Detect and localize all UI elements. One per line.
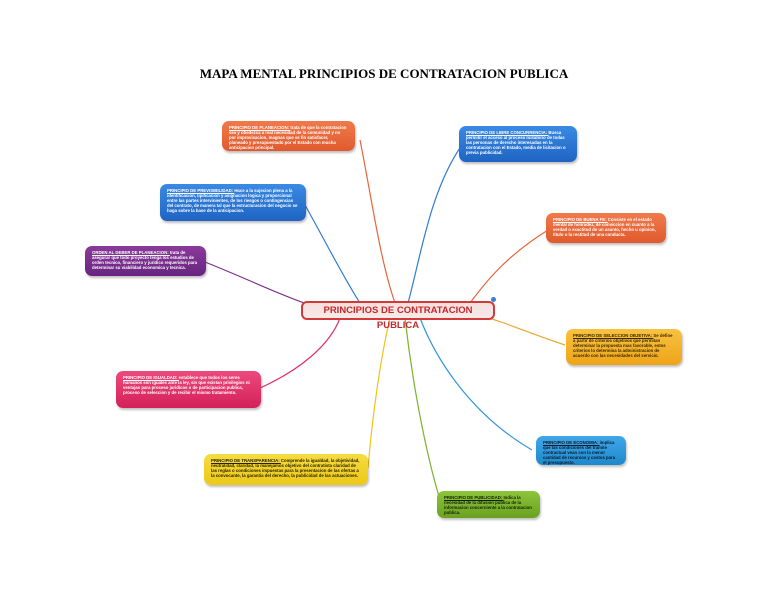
node-seleccion-objetiva-text: Se define a partir de criterios objetivo… [573, 333, 673, 359]
node-libre-concurrencia[interactable]: PRINCIPIO DE LIBRE CONCURRENCIA: Busca p… [459, 126, 577, 162]
node-libre-concurrencia-heading: PRINCIPIO DE LIBRE CONCURRENCIA: [466, 130, 549, 135]
node-economia[interactable]: PRINCIPIO DE ECONOMIA: implica que las c… [536, 436, 626, 465]
node-planificacion-text: trata de asegurar que todo proyecto teng… [92, 250, 198, 271]
node-buena-fe-heading: PRINCIPIO DE BUENA FE: [553, 217, 608, 222]
node-transparencia-text: Comprende la igualdad, la objetividad, n… [211, 458, 360, 479]
node-seleccion-objetiva-heading: PRINCIPIO DE SELECCION OBJETIVA: [573, 333, 654, 338]
node-buena-fe[interactable]: PRINCIPIO DE BUENA FE: Consiste en el es… [546, 213, 666, 243]
node-seleccion-objetiva[interactable]: PRINCIPIO DE SELECCION OBJETIVA: Se defi… [566, 329, 682, 365]
node-publicidad-text: Indica la necesidad de la difusion publi… [444, 495, 532, 516]
node-planeacion-text: trata de que la contratacion sea y obede… [229, 125, 347, 151]
node-planeacion-heading: PRINCIPIO DE PLANEACION: [229, 125, 291, 130]
connector-libre-concurrencia [407, 144, 463, 304]
node-previsibilidad-text: Hace a la sujecion plena a la identifica… [167, 188, 298, 214]
node-buena-fe-text: Consiste en el estado mental de honradez… [553, 217, 656, 238]
connector-economia [419, 317, 533, 451]
node-planificacion[interactable]: ORDEN AL DEBER DE PLANEACION: trata de a… [85, 246, 206, 276]
node-publicidad[interactable]: PRINCIPIO DE PUBLICIDAD: Indica la neces… [437, 491, 540, 518]
node-planeacion[interactable]: PRINCIPIO DE PLANEACION: trata de que la… [222, 121, 355, 151]
node-planificacion-heading: ORDEN AL DEBER DE PLANEACION: [92, 250, 170, 255]
page-title: MAPA MENTAL PRINCIPIOS DE CONTRATACION P… [199, 66, 569, 81]
connector-seleccion-objetiva [479, 315, 566, 346]
node-transparencia-heading: PRINCIPIO DE TRANSPARENCIA: [211, 458, 281, 463]
node-igualdad-heading: PRINCIPIO DE IGUALDAD: [123, 375, 179, 380]
connector-buena-fe [469, 229, 549, 304]
node-libre-concurrencia-text: Busca permitir el acceso al proceso lici… [466, 130, 566, 156]
connector-planificacion [204, 261, 311, 306]
expand-icon[interactable] [491, 297, 496, 302]
connector-publicidad [404, 317, 441, 501]
node-igualdad-text: establece que todos los seres humanos so… [123, 375, 250, 396]
node-previsibilidad-heading: PRINCIPIO DE PREVISIBILIDAD: [167, 188, 235, 193]
node-previsibilidad[interactable]: PRINCIPIO DE PREVISIBILIDAD: Hace a la s… [160, 184, 306, 221]
connector-transparencia [367, 317, 391, 469]
connector-igualdad [259, 317, 341, 389]
connector-planeacion [359, 139, 396, 304]
node-publicidad-heading: PRINCIPIO DE PUBLICIDAD: [444, 495, 504, 500]
node-igualdad[interactable]: PRINCIPIO DE IGUALDAD: establece que tod… [116, 371, 261, 408]
connector-previsibilidad [304, 204, 361, 304]
node-transparencia[interactable]: PRINCIPIO DE TRANSPARENCIA: Comprende la… [204, 454, 368, 485]
central-topic[interactable]: PRINCIPIOS DE CONTRATACION PUBLICA [301, 301, 495, 331]
node-economia-text: implica que las condiciones del tramite … [543, 440, 616, 465]
node-economia-heading: PRINCIPIO DE ECONOMIA: [543, 440, 600, 445]
